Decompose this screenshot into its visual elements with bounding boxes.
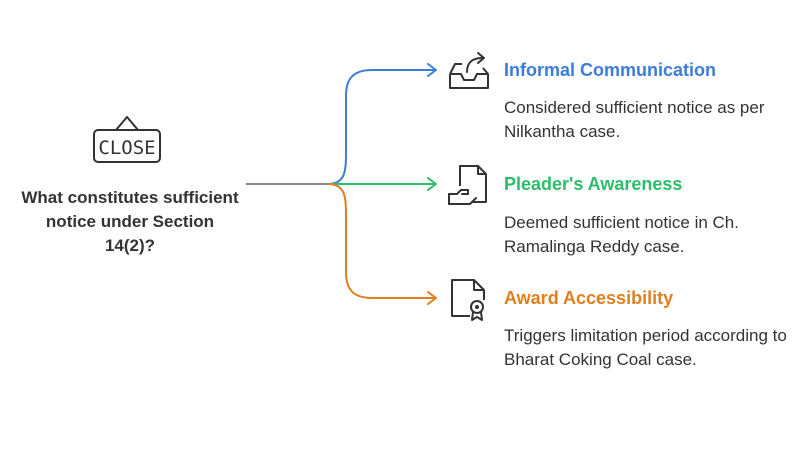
arrowhead-pleaders-awareness	[427, 177, 437, 191]
root-question: What constitutes sufficient notice under…	[21, 188, 239, 255]
arrowhead-award-accessibility	[427, 291, 437, 305]
certificate-document-icon	[451, 279, 485, 321]
connector-award-accessibility	[327, 183, 434, 299]
branch-title-award-accessibility: Award Accessibility	[504, 288, 674, 308]
branch-desc-informal-communication: Considered sufficient notice as per Nilk…	[504, 98, 765, 141]
branch-title-informal-communication: Informal Communication	[504, 60, 717, 80]
close-sign-icon: CLOSE	[93, 116, 161, 163]
inbox-share-icon	[449, 52, 489, 89]
sign-text: CLOSE	[98, 137, 155, 159]
branch-title-pleaders-awareness: Pleader's Awareness	[504, 174, 683, 194]
connector-informal-communication	[327, 69, 434, 185]
branch-desc-award-accessibility: Triggers limitation period according to …	[504, 326, 787, 369]
branch-desc-pleaders-awareness: Deemed sufficient notice in Ch. Ramaling…	[504, 213, 739, 256]
document-hand-icon	[448, 165, 487, 205]
arrowhead-informal-communication	[427, 63, 437, 77]
